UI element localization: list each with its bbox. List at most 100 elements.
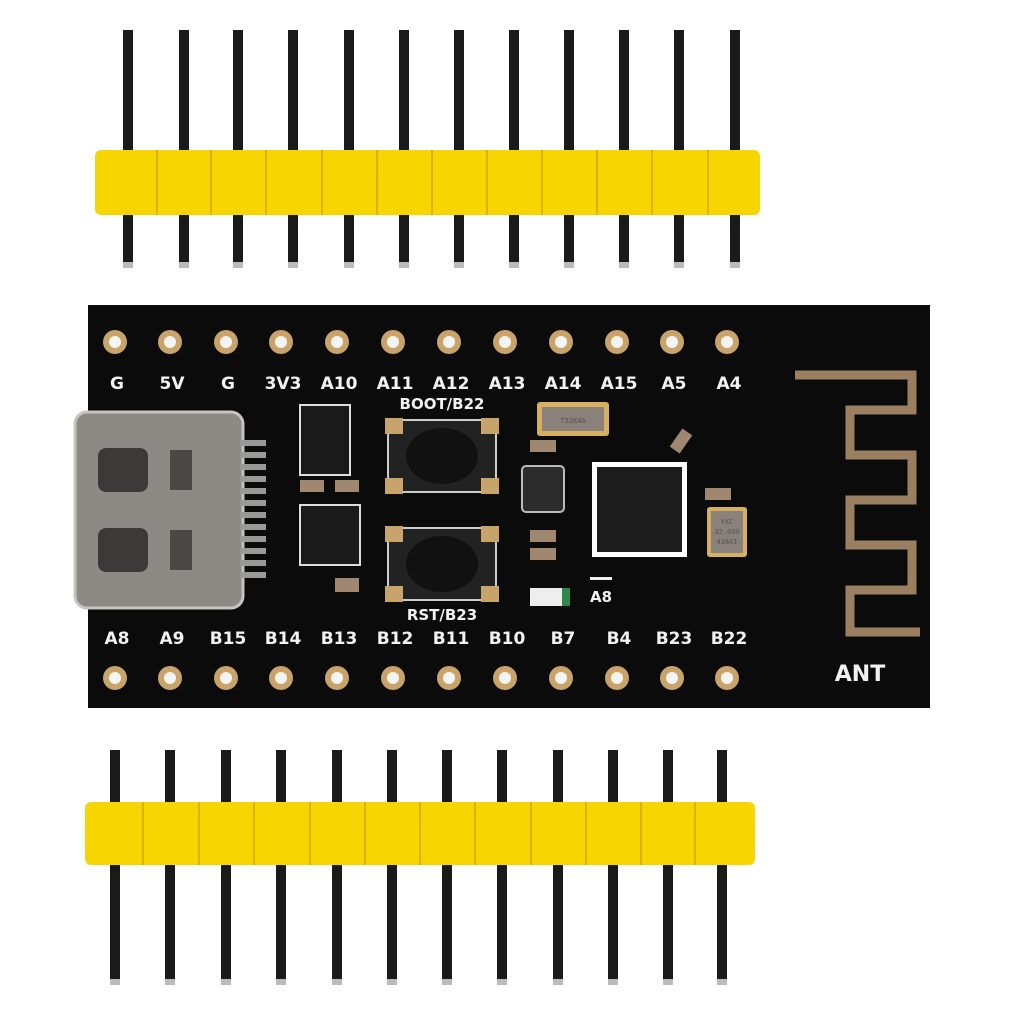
header-pin — [332, 750, 342, 985]
pin-hole — [443, 672, 455, 684]
header-pin — [674, 30, 684, 268]
header-pin — [110, 750, 120, 985]
top-pin-label: 3V3 — [265, 374, 302, 394]
pin-hole — [387, 336, 399, 348]
pin-hole — [666, 336, 678, 348]
header-pin — [730, 30, 740, 268]
header-pin — [717, 750, 727, 985]
usb-pin — [240, 500, 266, 506]
crystal-32k: T32K4A — [537, 402, 609, 436]
pin-hole — [721, 336, 733, 348]
pin-tip — [454, 262, 464, 268]
usb-pin — [240, 452, 266, 458]
crystal-marking: T32K4A — [560, 417, 586, 425]
header-pin — [564, 30, 574, 268]
bottom-pin-label: B7 — [551, 629, 576, 649]
pin-tip — [717, 979, 727, 985]
pin-hole — [109, 336, 121, 348]
usb-pin — [240, 548, 266, 554]
pin-hole — [555, 336, 567, 348]
boot-button[interactable] — [385, 418, 499, 494]
header-pin — [619, 30, 629, 268]
header-pin — [123, 30, 133, 268]
pin-tip — [399, 262, 409, 268]
top-pin-label: A4 — [717, 374, 742, 394]
led-pin-label: A8 — [590, 588, 612, 606]
pin-tip — [123, 262, 133, 268]
top-pin-label: A12 — [433, 374, 470, 394]
header-pin — [288, 30, 298, 268]
header-pin — [497, 750, 507, 985]
header-pin — [344, 30, 354, 268]
bottom-pin-label: A9 — [160, 629, 185, 649]
pin-hole — [387, 672, 399, 684]
pin-hole — [721, 672, 733, 684]
pin-hole — [220, 672, 232, 684]
pin-hole — [666, 672, 678, 684]
bottom-pin-label: B13 — [321, 629, 358, 649]
top-pin-label: A10 — [321, 374, 358, 394]
usb-pin — [240, 464, 266, 470]
header-pin — [663, 750, 673, 985]
header-pin — [276, 750, 286, 985]
bottom-pin-label: A8 — [105, 629, 130, 649]
passive-components — [300, 428, 731, 592]
usb-pin — [240, 476, 266, 482]
reset-button-label: RST/B23 — [407, 606, 477, 624]
header-pin — [399, 30, 409, 268]
header-pin — [553, 750, 563, 985]
bottom-pin-label: B4 — [607, 629, 632, 649]
voltage-regulator — [299, 404, 351, 476]
bottom-pin-label: B14 — [265, 629, 302, 649]
usb-pin — [240, 512, 266, 518]
bottom-pin-header — [85, 750, 755, 985]
top-pin-label: A13 — [489, 374, 526, 394]
pin-tip — [221, 979, 231, 985]
pin-hole — [109, 672, 121, 684]
header-pin — [442, 750, 452, 985]
pin-tip — [663, 979, 673, 985]
oscillator-marking: 32.000 — [714, 528, 739, 536]
oscillator-marking: YXC — [721, 518, 734, 526]
top-pin-label: 5V — [160, 374, 186, 394]
boot-button-label: BOOT/B22 — [400, 395, 485, 413]
bottom-pin-label: B22 — [711, 629, 748, 649]
header-pin — [233, 30, 243, 268]
antenna-trace — [795, 370, 920, 637]
oscillator-marking: 438A1 — [716, 538, 737, 546]
pin-tip — [608, 979, 618, 985]
reset-button[interactable] — [385, 526, 499, 602]
plastic-housing — [95, 150, 760, 215]
pin-hole — [275, 336, 287, 348]
pin-tip — [674, 262, 684, 268]
usb-pin — [240, 560, 266, 566]
pin-tip — [442, 979, 452, 985]
pin-tip — [344, 262, 354, 268]
header-pin — [387, 750, 397, 985]
pin-hole — [164, 336, 176, 348]
pin-hole — [331, 672, 343, 684]
header-pin — [179, 30, 189, 268]
pin-tip — [619, 262, 629, 268]
pin-hole — [611, 336, 623, 348]
header-pin — [454, 30, 464, 268]
top-pin-label: G — [110, 374, 124, 394]
pin-tip — [276, 979, 286, 985]
pin-tip — [288, 262, 298, 268]
pin-hole — [499, 672, 511, 684]
top-pin-label: A14 — [545, 374, 582, 394]
usb-c-connector — [73, 410, 266, 610]
usb-pin — [240, 440, 266, 446]
usb-pin — [240, 524, 266, 530]
pin-hole — [499, 336, 511, 348]
pin-tip — [730, 262, 740, 268]
top-pin-header — [95, 30, 760, 268]
pin-hole — [164, 672, 176, 684]
bottom-pin-label: B15 — [210, 629, 247, 649]
bottom-pin-label: B10 — [489, 629, 526, 649]
pin-hole — [331, 336, 343, 348]
pin-tip — [387, 979, 397, 985]
pin-hole — [220, 336, 232, 348]
header-pin — [509, 30, 519, 268]
